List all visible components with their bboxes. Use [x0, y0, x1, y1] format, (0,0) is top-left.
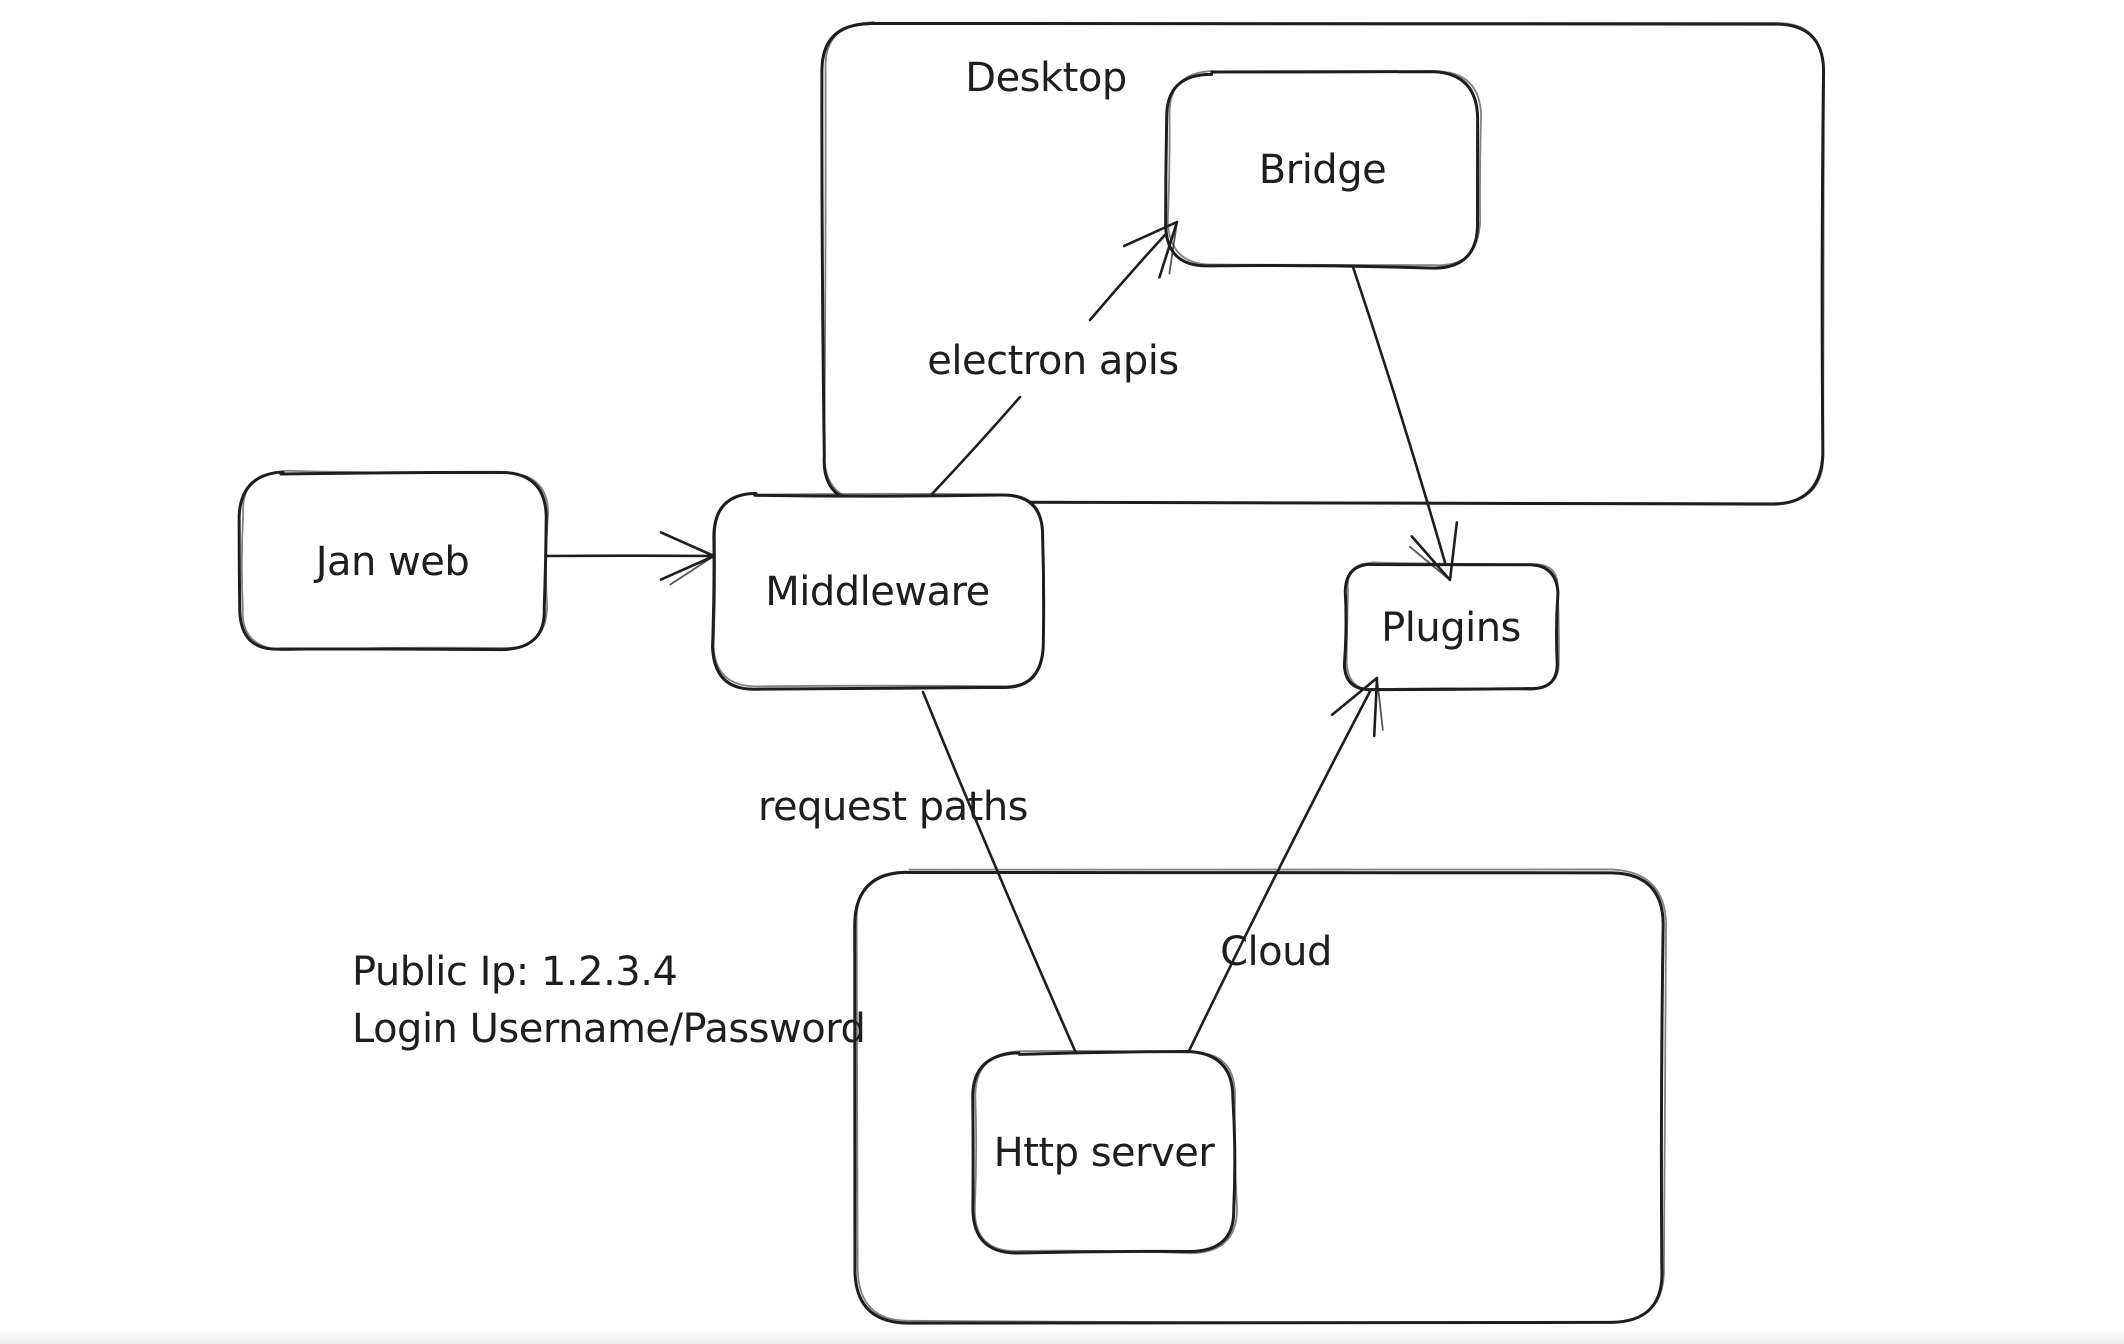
annotation-line-login: Login Username/Password	[352, 1006, 866, 1052]
container-label-desktop[interactable]: Desktop	[965, 55, 1127, 101]
bridge-to-plugins-arrow[interactable]	[1351, 265, 1452, 582]
containers-layer	[820, 21, 1826, 1325]
middleware-node-box[interactable]	[711, 491, 1046, 691]
annotation-credentials[interactable]: Public Ip: 1.2.3.4 Login Username/Passwo…	[352, 944, 866, 1058]
edge-label-electron-apis[interactable]: electron apis	[927, 338, 1179, 384]
jan-web-to-middleware-arrowhead	[659, 531, 716, 586]
node-label-jan-web[interactable]: Jan web	[315, 538, 470, 585]
container-label-cloud[interactable]: Cloud	[1220, 929, 1332, 975]
middleware-to-httpserver-arrow[interactable]	[921, 690, 1078, 1055]
node-label-http-server[interactable]: Http server	[993, 1130, 1215, 1176]
middleware-to-bridge-arrowhead	[1122, 220, 1179, 279]
httpserver-to-plugins-arrowhead	[1330, 676, 1384, 738]
edges-layer	[543, 220, 1452, 1055]
node-label-middleware[interactable]: Middleware	[765, 568, 990, 615]
bridge-to-plugins-arrowhead	[1408, 521, 1459, 582]
annotation-line-public-ip: Public Ip: 1.2.3.4	[352, 949, 678, 995]
jan-web-node-box[interactable]	[237, 469, 550, 652]
http-server-node-box[interactable]	[971, 1049, 1238, 1255]
nodes-layer	[237, 70, 1560, 1255]
cloud-container-outline[interactable]	[853, 868, 1667, 1325]
desktop-container-outline[interactable]	[820, 21, 1826, 506]
bridge-node-box[interactable]	[1164, 70, 1482, 270]
node-label-bridge[interactable]: Bridge	[1258, 147, 1387, 193]
node-label-plugins[interactable]: Plugins	[1381, 604, 1521, 651]
plugins-node-box[interactable]	[1342, 561, 1560, 692]
arrowheads-layer	[659, 220, 1459, 738]
httpserver-to-plugins-arrow[interactable]	[1186, 676, 1379, 1055]
edge-label-request-paths[interactable]: request paths	[757, 784, 1029, 830]
